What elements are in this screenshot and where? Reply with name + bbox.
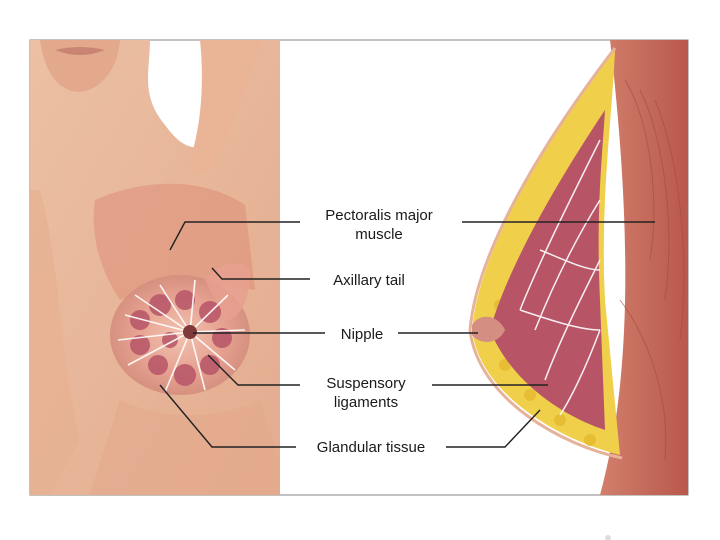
cross-section-ligaments (519, 139, 601, 416)
glandular-tissue-section (490, 110, 605, 430)
lips (55, 47, 105, 55)
label-suspensory-line1: Suspensory (326, 375, 406, 392)
speck (605, 535, 611, 540)
label-pectoralis-line2: muscle (355, 226, 403, 243)
nipple-profile (472, 316, 505, 342)
axillary-tail (205, 263, 250, 320)
chin (40, 40, 120, 92)
leader-lines (159, 221, 655, 448)
label-suspensory-ligaments: Suspensory ligaments (300, 374, 432, 412)
label-suspensory-line2: ligaments (333, 394, 399, 411)
breast-cross-section-view (468, 40, 688, 495)
lower-chest (90, 400, 280, 495)
label-pectoralis-line1: Pectoralis major (325, 207, 433, 224)
label-glandular-tissue: Glandular tissue (316, 439, 426, 456)
suspensory-ligaments (117, 279, 246, 393)
label-nipple: Nipple (340, 326, 384, 343)
skin-edge (468, 47, 623, 460)
raised-arm (188, 40, 262, 175)
leader-pectoralis-left (169, 221, 300, 251)
leader-axillary-left (211, 267, 310, 280)
leader-suspensory-left (207, 354, 300, 386)
muscle-fibers (619, 79, 685, 461)
nipple (183, 325, 197, 339)
label-pectoralis-major-muscle: Pectoralis major muscle (300, 206, 458, 244)
leader-glandular-right (446, 409, 541, 448)
chest-wall-muscle (600, 40, 688, 495)
leader-glandular-left (159, 384, 296, 448)
sternum-shadow (30, 190, 80, 495)
label-axillary-tail: Axillary tail (333, 272, 405, 289)
